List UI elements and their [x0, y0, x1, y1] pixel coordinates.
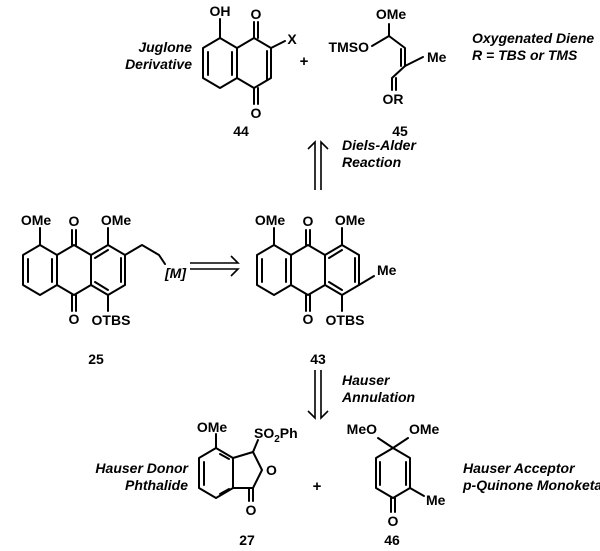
compound-25-ome-right: OMe — [101, 212, 132, 228]
compound-46-caption-line-1: Hauser Acceptor — [463, 460, 576, 476]
compound-46-me-label: Me — [426, 492, 446, 508]
compound-44-structure: OH O O X — [202, 3, 297, 121]
compound-43-carbonyl-o-bottom: O — [303, 311, 314, 327]
compound-27-sulfonyl-label: SO2Ph — [254, 425, 298, 445]
compound-45-tmso-label: TMSO — [329, 39, 370, 55]
retrosynthetic-arrow-hauser — [307, 370, 329, 420]
compound-46-meo-label: MeO — [347, 421, 377, 437]
compound-43-ome-left: OMe — [255, 212, 286, 228]
compound-27-number: 27 — [239, 532, 255, 548]
compound-43-carbonyl-o-top: O — [303, 213, 314, 229]
retrosynthetic-arrow-diels-alder — [307, 140, 329, 190]
compound-45-caption-line-2: R = TBS or TMS — [472, 47, 578, 63]
compound-44-carbonyl-o-bottom: O — [251, 105, 262, 121]
step-diels-alder-line-1: Diels-Alder — [342, 137, 417, 153]
compound-27-so2-subscript: 2 — [274, 434, 280, 445]
retrosynthetic-arrow-horizontal — [190, 255, 240, 277]
compound-27-caption-line-2: Phthalide — [125, 477, 188, 493]
compound-44-x-label: X — [287, 31, 297, 47]
compound-27-ph-text: Ph — [280, 425, 298, 441]
step-hauser-line-2: Annulation — [341, 389, 415, 405]
compound-43-ome-right: OMe — [335, 212, 366, 228]
compound-45-ome-label: OMe — [376, 6, 407, 22]
compound-25-ome-left: OMe — [21, 212, 52, 228]
compound-43-me-label: Me — [377, 262, 397, 278]
plus-sign-bottom: + — [313, 478, 322, 495]
compound-25-number: 25 — [88, 351, 104, 367]
compound-44-caption-line-1: Juglone — [138, 39, 192, 55]
compound-46-ome-label: OMe — [409, 421, 440, 437]
compound-25-otbs-label: OTBS — [92, 312, 131, 328]
compound-27-ome-label: OMe — [197, 419, 228, 435]
compound-46-structure: MeO OMe O Me — [347, 421, 446, 529]
compound-45-caption-line-1: Oxygenated Diene — [472, 30, 594, 46]
compound-46-carbonyl-o-label: O — [388, 513, 399, 529]
step-diels-alder-line-2: Reaction — [342, 154, 401, 170]
compound-25-carbonyl-o-bottom: O — [69, 311, 80, 327]
compound-25-carbonyl-o-top: O — [69, 213, 80, 229]
plus-sign-top: + — [300, 53, 309, 70]
compound-27-ring-o-label: O — [266, 462, 277, 478]
compound-45-number: 45 — [392, 123, 408, 139]
compound-43-number: 43 — [310, 351, 326, 367]
compound-45-structure: OMe TMSO Me OR — [329, 6, 447, 107]
compound-27-structure: OMe SO2Ph O O — [197, 419, 298, 518]
compound-45-me-label: Me — [427, 49, 447, 65]
compound-27-carbonyl-o-label: O — [246, 502, 257, 518]
compound-45-or-label: OR — [383, 91, 404, 107]
compound-46-caption-line-2: p-Quinone Monoketal — [462, 477, 600, 493]
compound-44-number: 44 — [233, 123, 249, 139]
compound-27-so-text: SO — [254, 425, 274, 441]
compound-43-otbs-label: OTBS — [326, 312, 365, 328]
compound-46-number: 46 — [384, 532, 400, 548]
compound-27-caption-line-1: Hauser Donor — [95, 460, 189, 476]
compound-44-oh-label: OH — [210, 3, 231, 19]
compound-44-carbonyl-o-top: O — [251, 6, 262, 22]
step-hauser-line-1: Hauser — [342, 372, 391, 388]
compound-43-structure: OMe OMe O O OTBS Me — [255, 212, 397, 328]
compound-25-structure: OMe OMe O O OTBS [M] — [21, 212, 187, 328]
compound-25-metal-label: [M] — [164, 265, 187, 281]
compound-44-caption-line-2: Derivative — [125, 56, 192, 72]
